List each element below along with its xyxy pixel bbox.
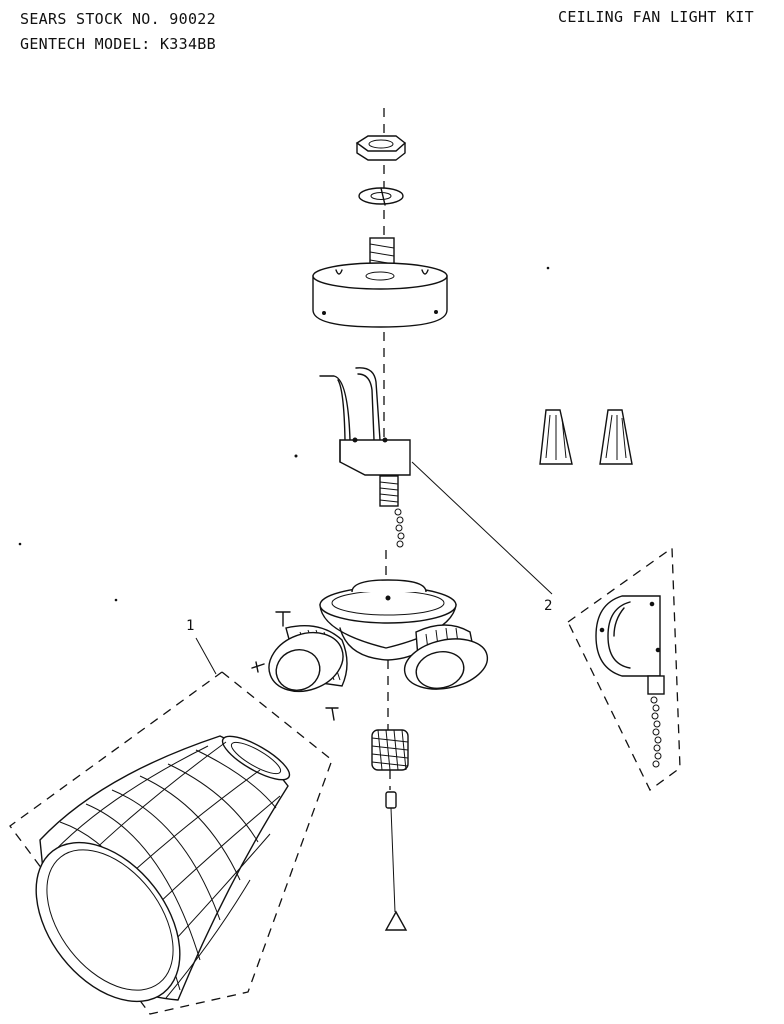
pull-chain [384,791,408,931]
light-kit-body [319,579,457,661]
sears-stock-number: SEARS STOCK NO. 90022 [20,10,216,28]
switch-wires [319,367,381,441]
callout-1: 1 [186,618,217,675]
wire-nut-left [539,409,573,465]
glass-shade-boundary [9,671,333,1015]
scan-speckles [18,266,550,602]
socket-cup-left [251,611,348,721]
pull-chain-switch [339,437,411,548]
callout-1-label: 1 [186,618,194,634]
lock-washer [358,187,404,206]
diagram-title: CEILING FAN LIGHT KIT [558,8,754,26]
knurled-nut [371,729,409,771]
callout-2: 2 [411,461,552,614]
assembly-axis [383,108,391,790]
socket-cup-right [403,624,489,690]
wire-nut-right [599,409,633,465]
switch-housing-cap [312,262,448,328]
switch-detail-view [567,546,681,791]
glass-shade [35,735,291,1003]
callout-2-label: 2 [544,598,552,614]
hex-nut [355,135,407,161]
gentech-model-number: GENTECH MODEL: K334BB [20,35,216,53]
